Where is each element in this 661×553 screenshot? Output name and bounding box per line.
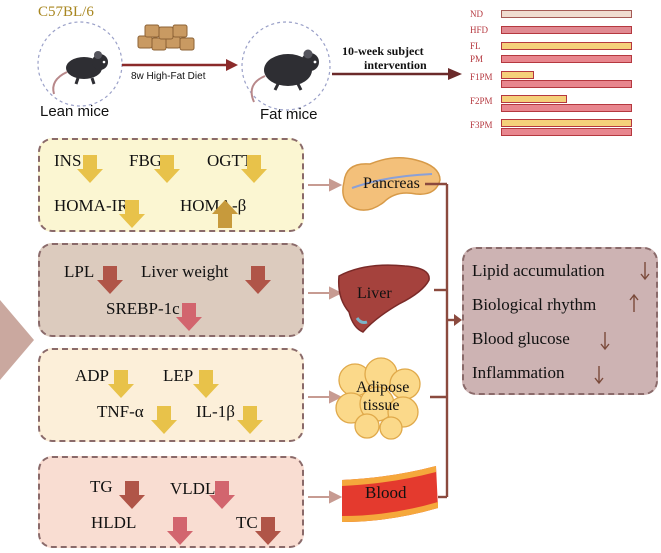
- group-bar-f1pm: [501, 71, 534, 79]
- up-arrow-icon: [212, 200, 238, 228]
- marker-homa-ir: HOMA-IR: [54, 196, 129, 215]
- summary-rhythm: Biological rhythm: [472, 295, 597, 314]
- group-bar-f1pm-pm: [501, 80, 632, 88]
- marker-il1b: IL-1β: [196, 402, 235, 421]
- organ-adipose-label-2: tissue: [363, 397, 400, 414]
- group-label-f2pm: F2PM: [470, 96, 493, 106]
- down-arrow-icon: [237, 406, 263, 434]
- lean-mice-label: Lean mice: [40, 103, 110, 120]
- group-bar-nd: [501, 10, 632, 18]
- marker-lep: LEP: [163, 366, 194, 385]
- down-arrow-icon: [97, 266, 123, 294]
- down-arrow-icon: [119, 200, 145, 228]
- down-arrow-icon: [209, 481, 235, 509]
- pancreas-panel: [38, 138, 304, 232]
- marker-fbg: FBG: [129, 151, 163, 170]
- intervention-label-2: intervention: [364, 58, 427, 72]
- group-bar-hfd: [501, 26, 632, 34]
- glucose-down-icon: [600, 332, 610, 351]
- down-arrow-icon: [77, 155, 103, 183]
- marker-adp: ADP: [75, 366, 110, 385]
- marker-ogtt: OGTT: [207, 151, 253, 170]
- summary-panel: [462, 247, 658, 395]
- pancreas-icon: [342, 157, 441, 211]
- group-bar-fl: [501, 42, 632, 50]
- organ-adipose-label-1: Adipose: [356, 379, 410, 396]
- group-label-pm: PM: [470, 54, 484, 64]
- diet-arrow: [122, 59, 238, 71]
- group-label-nd: ND: [470, 9, 483, 19]
- side-triangle: [0, 300, 34, 380]
- down-arrow-icon: [108, 370, 134, 398]
- marker-lpl: LPL: [64, 262, 95, 281]
- high-fat-food-icon: [137, 24, 195, 51]
- marker-liver-weight: Liver weight: [141, 262, 229, 281]
- down-arrow-icon: [245, 266, 271, 294]
- group-bar-f2pm-pm: [501, 104, 632, 112]
- group-bar-f3pm-pm: [501, 128, 632, 136]
- marker-hldl: HLDL: [91, 513, 137, 532]
- marker-ins: INS: [54, 151, 82, 170]
- intervention-arrow: [332, 68, 462, 80]
- down-arrow-icon: [119, 481, 145, 509]
- group-label-f3pm: F3PM: [470, 120, 493, 130]
- group-bar-pm: [501, 55, 632, 63]
- marker-tnf: TNF-α: [97, 402, 144, 421]
- down-arrow-icon: [151, 406, 177, 434]
- liver-icon: [337, 264, 430, 333]
- marker-tc: TC: [236, 513, 258, 532]
- group-label-fl: FL: [470, 41, 481, 51]
- marker-srebp: SREBP-1c: [106, 299, 180, 318]
- adipose-icon: [335, 357, 421, 440]
- strain-label: C57BL/6: [38, 4, 94, 20]
- marker-vldl: VLDL: [170, 479, 216, 498]
- group-bar-f2pm: [501, 95, 567, 103]
- down-arrow-icon: [193, 370, 219, 398]
- marker-tg: TG: [90, 477, 113, 496]
- diet-label: 8w High-Fat Diet: [131, 71, 206, 82]
- blood-vessel-icon: [342, 466, 438, 522]
- summary-inflammation: Inflammation: [472, 363, 565, 382]
- group-label-hfd: HFD: [470, 25, 489, 35]
- rhythm-up-icon: [629, 293, 639, 312]
- intervention-label-1: 10-week subject: [342, 44, 424, 58]
- fat-mouse-icon: [241, 21, 331, 111]
- organ-blood-label: Blood: [365, 483, 407, 502]
- lipid-down-icon: [640, 262, 650, 281]
- inflammation-down-icon: [594, 366, 604, 385]
- summary-glucose: Blood glucose: [472, 329, 570, 348]
- down-arrow-icon: [154, 155, 180, 183]
- down-arrow-icon: [255, 517, 281, 545]
- organ-liver-label: Liver: [357, 285, 392, 302]
- summary-lipid: Lipid accumulation: [472, 261, 605, 280]
- group-bar-f3pm: [501, 119, 632, 127]
- down-arrow-icon: [176, 303, 202, 331]
- down-arrow-icon: [241, 155, 267, 183]
- organ-pancreas-label: Pancreas: [363, 175, 420, 192]
- group-label-f1pm: F1PM: [470, 72, 493, 82]
- down-arrow-icon: [167, 517, 193, 545]
- fat-mice-label: Fat mice: [260, 106, 318, 123]
